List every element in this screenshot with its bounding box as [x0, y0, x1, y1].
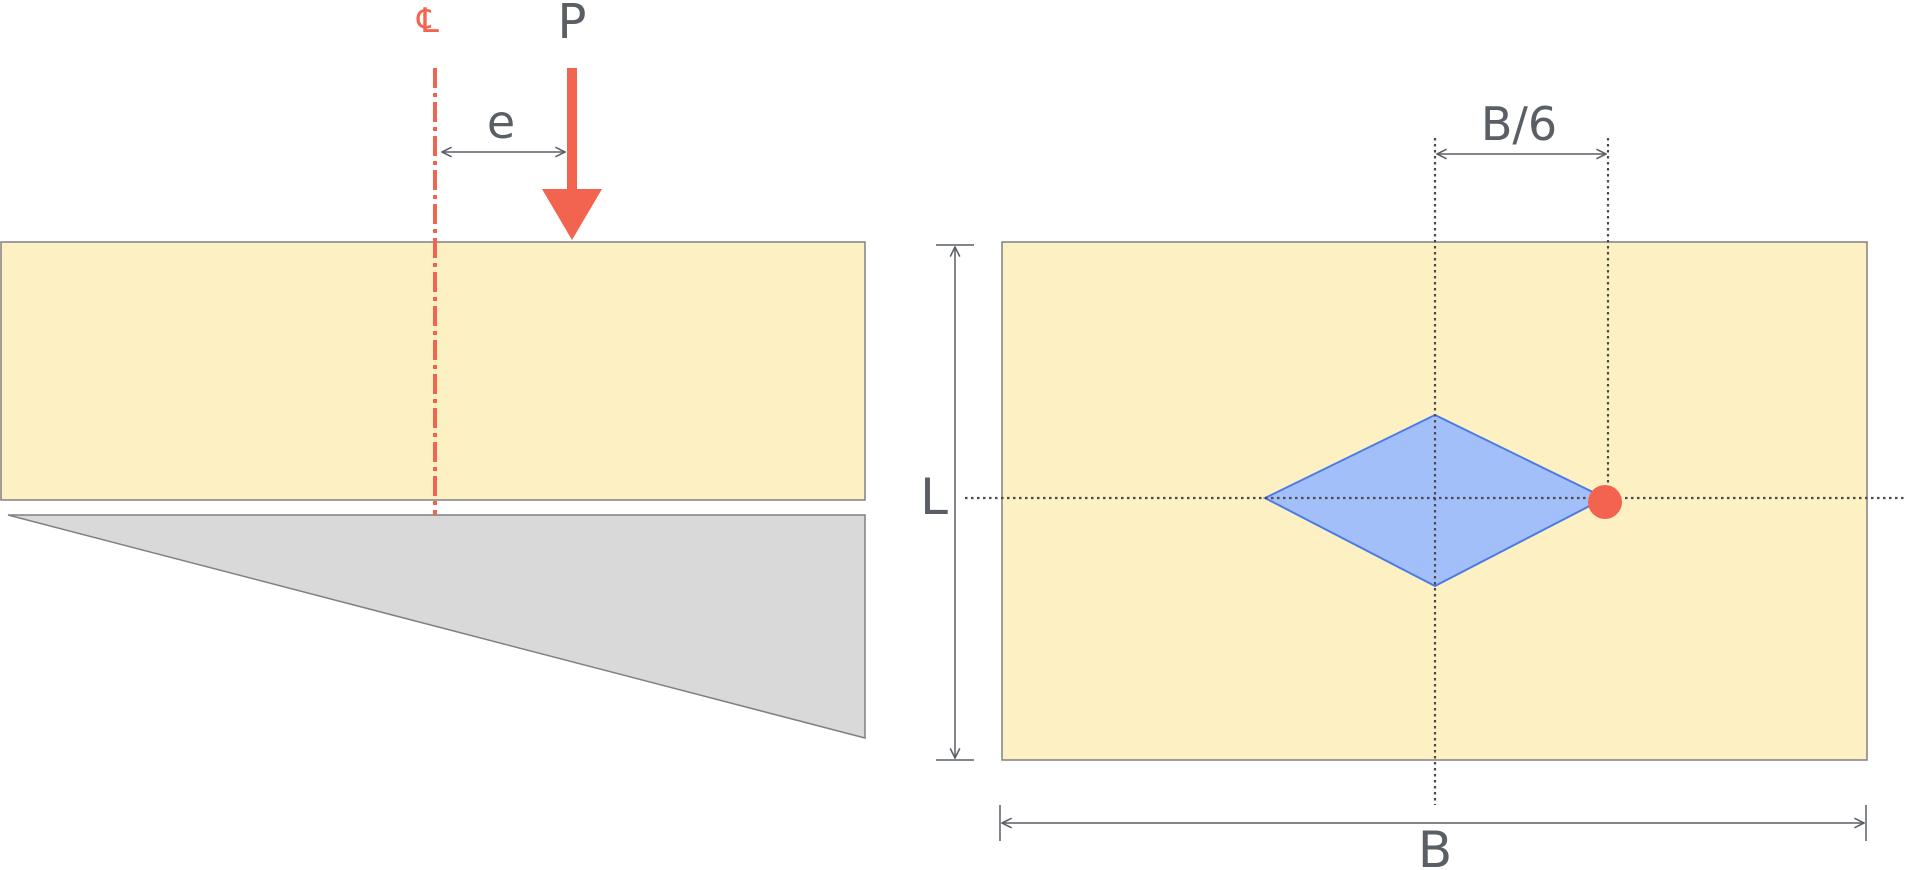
elevation-view: ℄ P e	[0, 0, 866, 739]
centerline-label: ℄	[416, 1, 439, 41]
length-label: L	[920, 468, 948, 526]
load-point-marker	[1588, 485, 1622, 519]
length-dimension	[936, 244, 974, 761]
kern-offset-label: B/6	[1481, 97, 1557, 151]
width-label: B	[1418, 821, 1452, 870]
load-label: P	[558, 0, 587, 50]
eccentricity-label: e	[487, 95, 515, 149]
width-dimension	[999, 805, 1867, 841]
plan-view: B/6 L B	[920, 97, 1906, 870]
soil-pressure-diagram	[7, 514, 866, 739]
load-arrow	[542, 68, 602, 240]
